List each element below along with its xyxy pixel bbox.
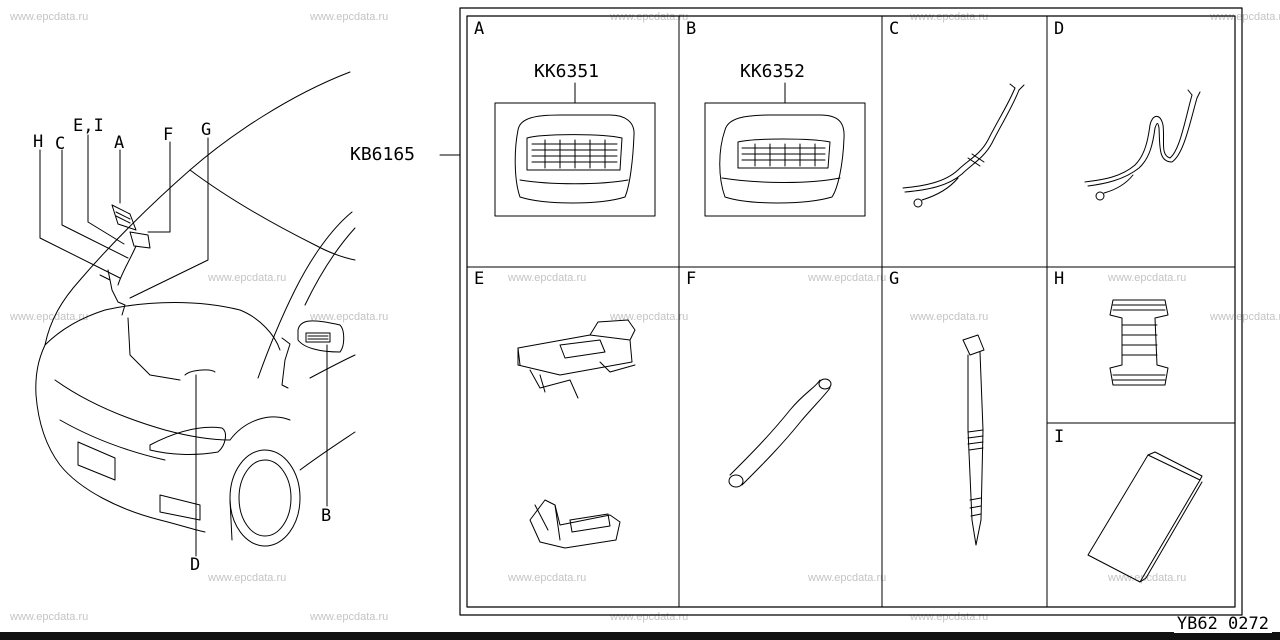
part-b-lamp-sketch (704, 82, 866, 217)
cell-letter-f: F (686, 269, 697, 289)
callout-g: G (201, 120, 212, 140)
callout-h: H (33, 132, 44, 152)
drawing-code: YB62 0272 (1173, 616, 1272, 633)
part-i-pad-sketch (1087, 451, 1203, 583)
watermark: www.epcdata.ru (208, 272, 287, 284)
watermark: www.epcdata.ru (310, 611, 389, 623)
watermark: www.epcdata.ru (910, 311, 989, 323)
callout-e-i: E,I (73, 116, 104, 136)
cell-letter-d: D (1054, 19, 1065, 39)
callout-b: B (321, 506, 332, 526)
part-c-wire-sketch (902, 83, 1025, 208)
watermark: www.epcdata.ru (610, 611, 689, 623)
cell-letter-c: C (889, 19, 900, 39)
callout-c: C (55, 134, 66, 154)
cell-letter-e: E (474, 269, 485, 289)
watermark: www.epcdata.ru (1210, 311, 1280, 323)
kit-part-number: KB6165 (350, 144, 416, 165)
cell-letter-g: G (889, 269, 900, 289)
watermark: www.epcdata.ru (310, 311, 389, 323)
watermark: www.epcdata.ru (1108, 272, 1187, 284)
part-g-cable-tie-sketch (962, 334, 985, 546)
watermark: www.epcdata.ru (910, 11, 989, 23)
watermark: www.epcdata.ru (10, 311, 89, 323)
watermark: www.epcdata.ru (1210, 11, 1280, 23)
footer-bar (0, 632, 1280, 640)
watermark: www.epcdata.ru (610, 311, 689, 323)
watermark: www.epcdata.ru (208, 572, 287, 584)
watermark: www.epcdata.ru (610, 11, 689, 23)
part-number-b: KK6352 (740, 61, 806, 82)
part-e-connector-sketch (517, 319, 636, 549)
part-h-grommet-sketch (1109, 299, 1169, 386)
watermark: www.epcdata.ru (910, 611, 989, 623)
callout-a: A (114, 133, 125, 153)
part-d-wire-sketch (1084, 89, 1201, 201)
vehicle-overview-drawing (35, 71, 356, 557)
watermark: www.epcdata.ru (10, 11, 89, 23)
part-number-a: KK6351 (534, 61, 600, 82)
callout-d: D (190, 555, 201, 575)
watermark: www.epcdata.ru (508, 272, 587, 284)
callout-f: F (163, 125, 174, 145)
cell-letter-i: I (1054, 427, 1065, 447)
watermark: www.epcdata.ru (310, 11, 389, 23)
watermark: www.epcdata.ru (808, 572, 887, 584)
cell-letter-b: B (686, 19, 697, 39)
part-a-lamp-sketch (494, 82, 656, 217)
cell-letter-a: A (474, 19, 485, 39)
part-f-tube-sketch (728, 378, 832, 488)
watermark: www.epcdata.ru (508, 572, 587, 584)
watermark: www.epcdata.ru (808, 272, 887, 284)
cell-letter-h: H (1054, 269, 1065, 289)
watermark: www.epcdata.ru (10, 611, 89, 623)
